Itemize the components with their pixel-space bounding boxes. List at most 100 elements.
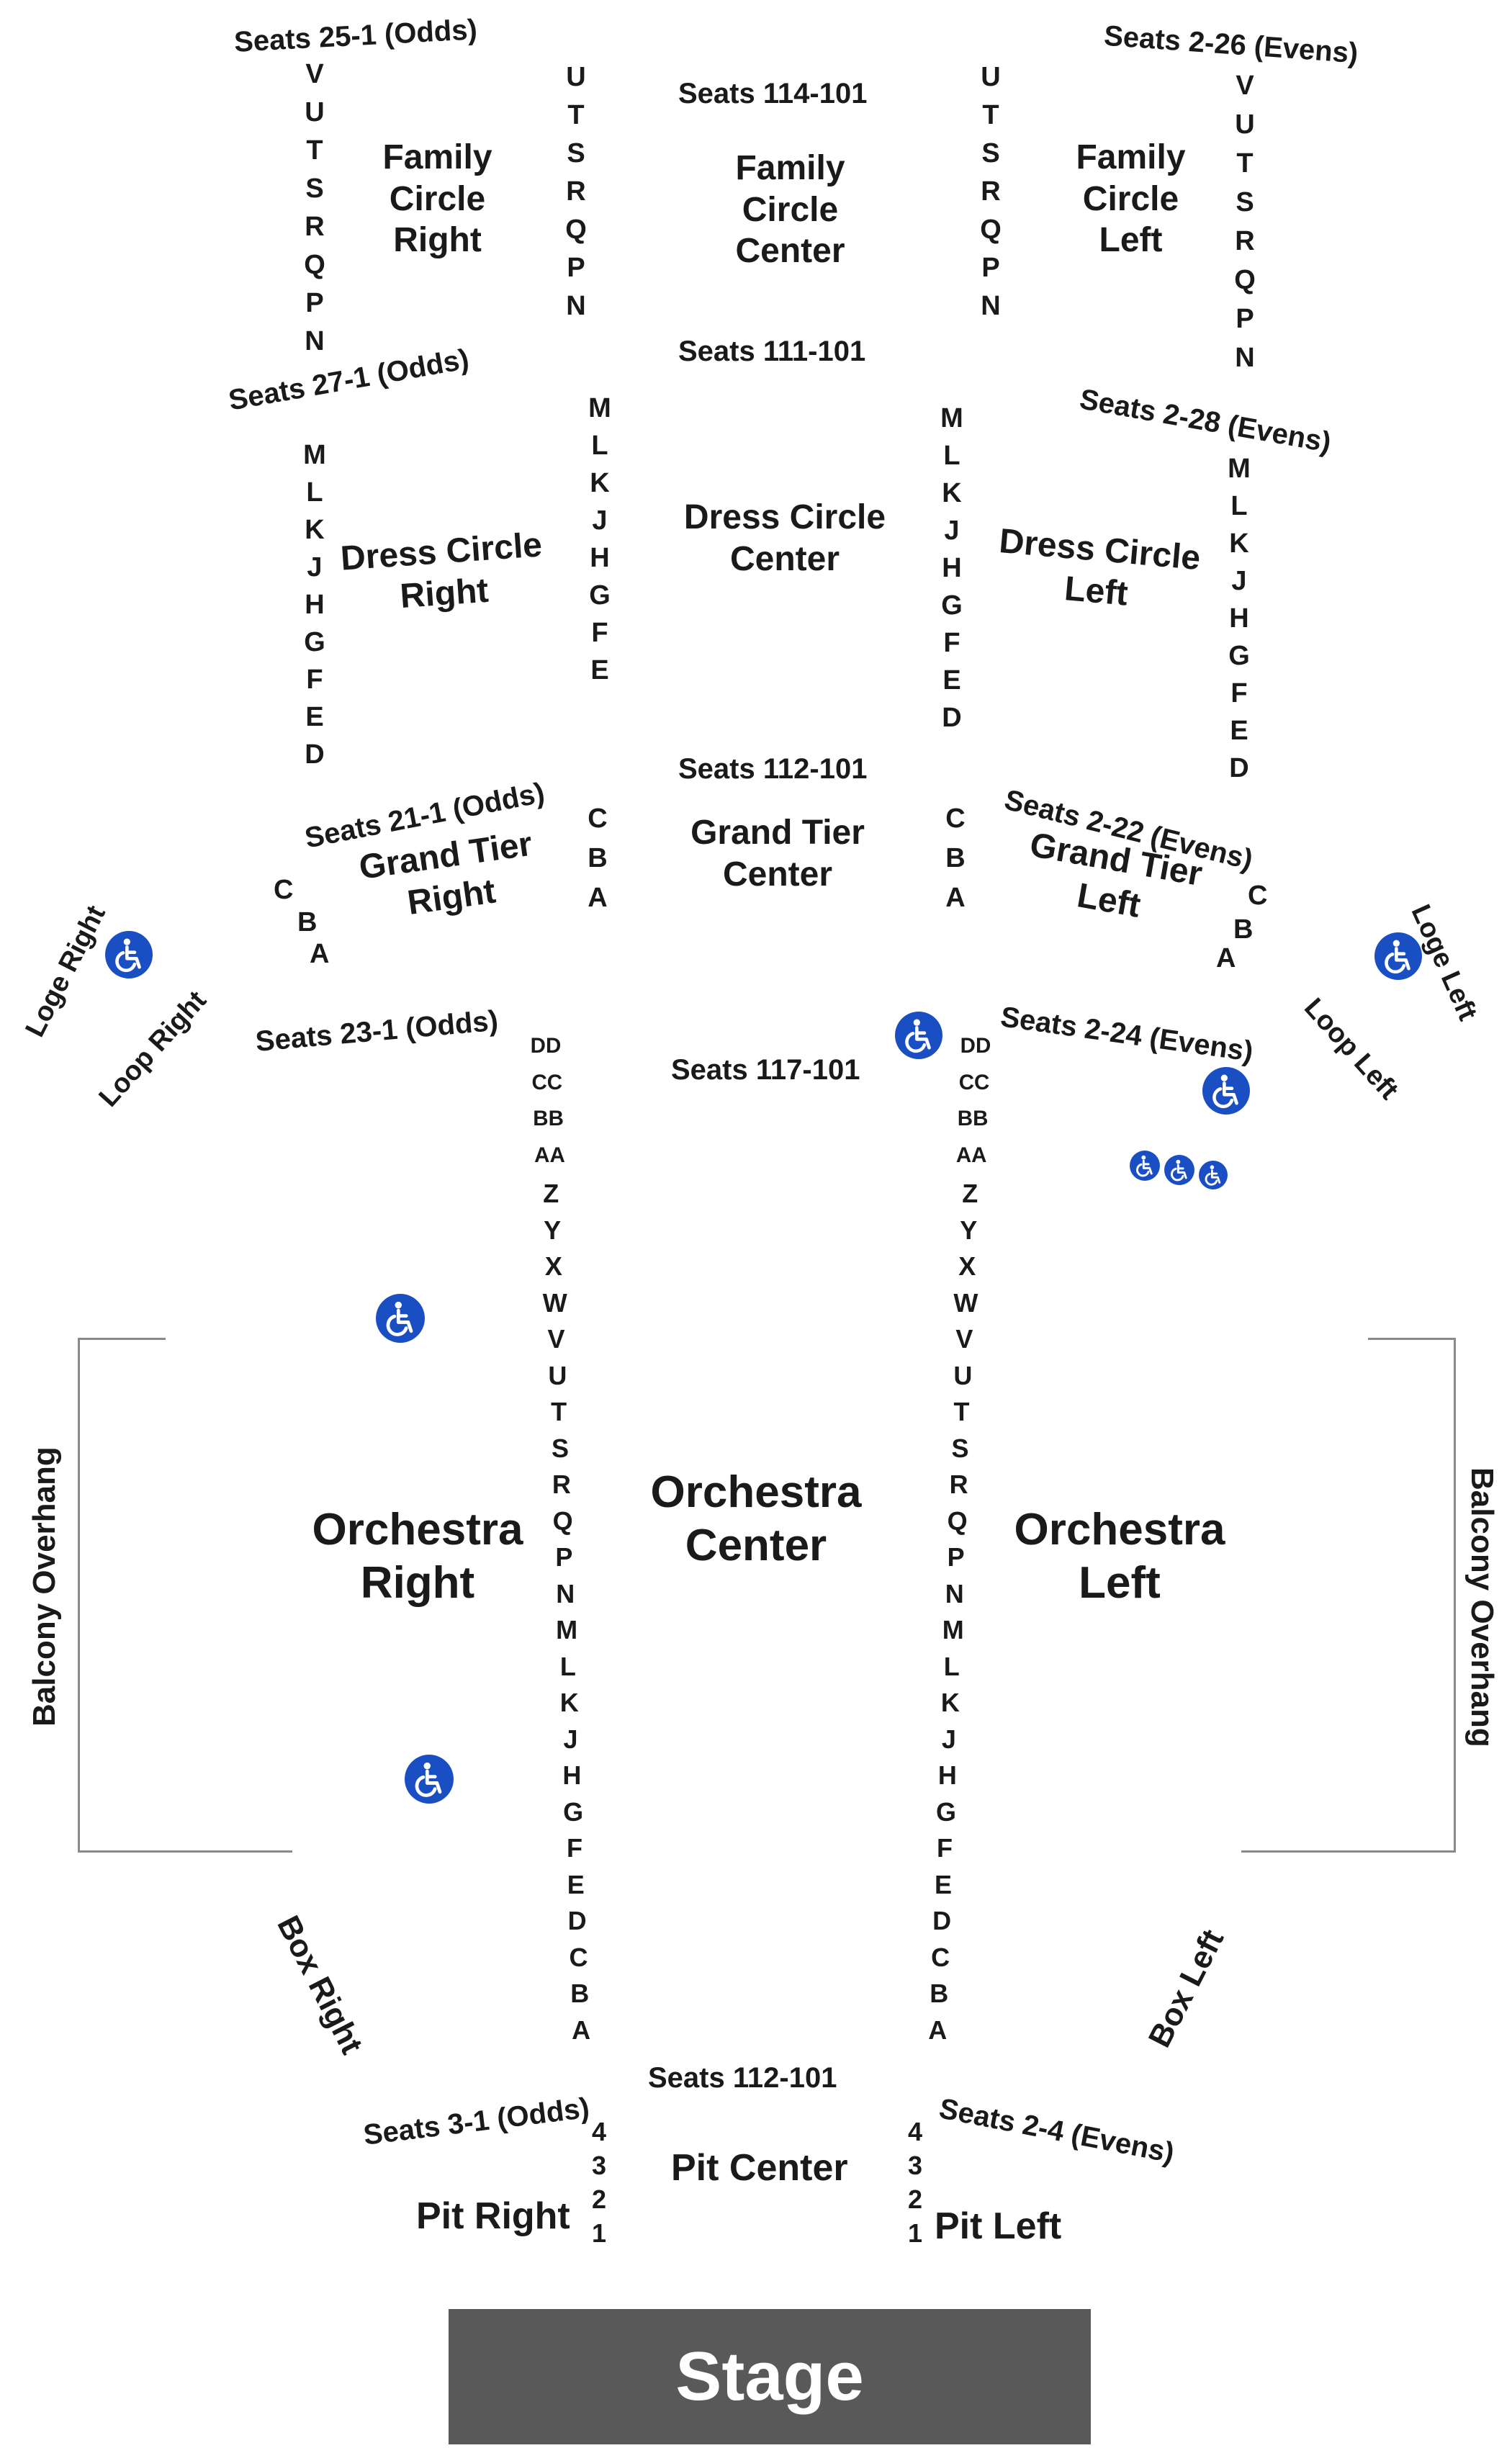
row-label: P (947, 1542, 965, 1572)
row-label: U (1235, 109, 1255, 140)
row-label: U (953, 1360, 973, 1390)
row-label: L (591, 431, 608, 461)
row-label: E (590, 655, 609, 685)
row-label: V (1236, 71, 1254, 101)
seat-range-dress-left: Seats 2-28 (Evens) (1077, 383, 1333, 459)
row-label: T (1236, 148, 1254, 179)
row-label: Q (565, 215, 587, 245)
row-label: L (1230, 491, 1248, 521)
row-label: J (563, 1724, 578, 1754)
section-family-circle-left[interactable]: Family Circle Left (1076, 138, 1186, 260)
row-label: F (591, 618, 608, 648)
row-label: U (566, 62, 586, 92)
row-label: H (305, 590, 325, 620)
section-balcony-overhang-right: Balcony Overhang (27, 1446, 62, 1727)
balcony-overhang-line-right-top (78, 1338, 166, 1340)
row-label: P (555, 1542, 573, 1572)
row-label: E (942, 665, 961, 696)
row-label: U (305, 97, 325, 127)
row-label: R (1235, 226, 1255, 256)
section-pit-center[interactable]: Pit Center (671, 2147, 848, 2189)
row-label: F (937, 1833, 953, 1863)
balcony-overhang-line-right-bottom (78, 1850, 292, 1853)
row-label: M (303, 440, 326, 470)
row-label: G (1228, 641, 1250, 671)
balcony-overhang-line-left-top (1368, 1338, 1456, 1340)
row-label: R (305, 212, 325, 242)
row-label: V (547, 1324, 565, 1354)
row-label: J (941, 1724, 956, 1754)
seat-range-orch-right: Seats 23-1 (Odds) (254, 1004, 500, 1058)
row-label: S (951, 1433, 969, 1463)
row-label: P (981, 253, 1000, 283)
section-dress-circle-center[interactable]: Dress Circle Center (683, 498, 886, 578)
section-family-circle-right[interactable]: Family Circle Right (382, 138, 492, 260)
row-label: B (945, 843, 966, 873)
section-orchestra-center[interactable]: Orchestra Center (650, 1467, 862, 1571)
row-label: M (588, 393, 611, 423)
row-label: A (928, 2015, 948, 2045)
seat-range-family-center-top: Seats 114-101 (678, 78, 868, 109)
section-dress-circle-left[interactable]: Dress Circle Left (997, 522, 1202, 613)
section-box-left[interactable]: Box Left (1141, 1924, 1231, 2053)
section-grand-tier-center[interactable]: Grand Tier Center (690, 814, 865, 894)
row-label: B (588, 843, 608, 873)
row-label: CC (531, 1070, 563, 1094)
stage-label: Stage (675, 2338, 864, 2415)
row-label: G (935, 1796, 956, 1827)
row-label: N (305, 326, 325, 356)
seat-range-grand-center: Seats 112-101 (678, 753, 868, 785)
row-label: Q (947, 1506, 968, 1536)
row-label: S (1236, 187, 1254, 217)
section-dress-circle-right[interactable]: Dress Circle Right (339, 526, 544, 616)
section-pit-left[interactable]: Pit Left (935, 2205, 1062, 2247)
row-label: N (981, 291, 1001, 321)
wheelchair-accessible-icon (1199, 1161, 1228, 1189)
row-label: W (542, 1287, 567, 1318)
row-label: C (569, 1942, 588, 1972)
wheelchair-accessible-icon (105, 931, 153, 978)
balcony-overhang-line-left-bottom (1241, 1850, 1456, 1853)
row-label: E (305, 702, 324, 732)
row-label: S (567, 138, 585, 168)
section-pit-right[interactable]: Pit Right (416, 2195, 570, 2237)
section-loop-left[interactable]: Loop Left (1298, 992, 1405, 1106)
row-label: D (1229, 753, 1249, 783)
section-family-circle-center[interactable]: Family Circle Center (735, 149, 845, 271)
row-label: L (943, 441, 960, 471)
row-label: X (958, 1251, 976, 1281)
row-label: A (588, 883, 608, 913)
row-label: Q (1234, 265, 1256, 295)
row-label: P (1236, 304, 1254, 334)
wheelchair-accessible-icon (895, 1012, 942, 1059)
section-box-right[interactable]: Box Right (270, 1910, 370, 2060)
seat-range-pit-left: Seats 2-4 (Evens) (936, 2092, 1177, 2169)
seat-range-pit-center: Seats 112-101 (648, 2062, 837, 2094)
wheelchair-accessible-icon (1374, 932, 1422, 980)
row-label: H (590, 543, 610, 573)
row-label: V (955, 1324, 973, 1354)
section-loge-right[interactable]: Loge Right (19, 901, 112, 1042)
wheelchair-accessible-icon (1164, 1155, 1194, 1185)
row-label: S (981, 138, 1000, 168)
section-loop-right[interactable]: Loop Right (93, 985, 212, 1113)
row-label: K (1229, 528, 1249, 559)
row-label: M (940, 403, 963, 433)
stage: Stage (449, 2309, 1091, 2444)
section-orchestra-left[interactable]: Orchestra Left (1014, 1505, 1225, 1608)
wheelchair-accessible-icon (405, 1755, 454, 1804)
row-label: E (567, 1869, 585, 1899)
seat-range-orch-left: Seats 2-24 (Evens) (998, 1001, 1256, 1068)
row-label: P (567, 253, 585, 283)
seat-range-pit-right: Seats 3-1 (Odds) (361, 2092, 591, 2151)
row-label: 1 (591, 2218, 607, 2248)
row-label: N (1235, 343, 1255, 373)
section-orchestra-right[interactable]: Orchestra Right (312, 1505, 523, 1608)
row-label: F (566, 1833, 582, 1863)
row-label: M (1228, 454, 1251, 484)
row-label: 4 (907, 2117, 923, 2146)
row-label: 2 (591, 2184, 607, 2214)
row-label: 1 (907, 2218, 923, 2248)
row-label: J (592, 505, 608, 536)
row-label: Z (543, 1179, 559, 1208)
